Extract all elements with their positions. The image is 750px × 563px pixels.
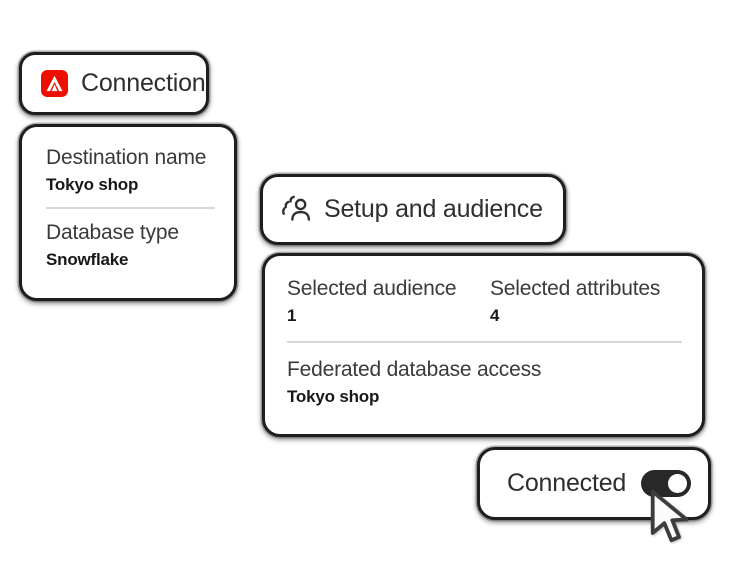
federated-access-field: Federated database access Tokyo shop — [287, 358, 682, 407]
selected-attributes-label: Selected attributes — [490, 277, 661, 300]
toggle-knob — [668, 474, 687, 493]
divider — [287, 341, 682, 343]
connected-toggle[interactable] — [641, 470, 691, 497]
federated-access-value: Tokyo shop — [287, 387, 380, 406]
connected-card: Connected — [477, 447, 711, 520]
destination-card: Destination name Tokyo shop Database typ… — [19, 124, 237, 301]
connection-card: Connection — [19, 52, 209, 115]
destination-name-value: Tokyo shop — [46, 175, 139, 194]
setup-audience-card: Setup and audience — [260, 174, 566, 245]
destination-name-label: Destination name — [46, 146, 207, 169]
federated-access-label: Federated database access — [287, 358, 542, 381]
mouse-cursor-icon — [650, 489, 688, 543]
selected-attributes-value: 4 — [490, 306, 500, 325]
destination-name-field: Destination name Tokyo shop — [46, 146, 215, 195]
selected-audience-value: 1 — [287, 306, 297, 325]
summary-card: Selected audience 1 Selected attributes … — [262, 253, 705, 437]
connected-label: Connected — [507, 469, 627, 497]
database-type-value: Snowflake — [46, 250, 129, 269]
setup-audience-title: Setup and audience — [324, 195, 543, 223]
adobe-logo-icon — [41, 70, 68, 97]
stats-row: Selected audience 1 Selected attributes … — [287, 277, 682, 326]
selected-audience-stat: Selected audience 1 — [287, 277, 490, 326]
audience-icon — [282, 195, 311, 221]
connection-card-title: Connection — [81, 69, 206, 97]
database-type-field: Database type Snowflake — [46, 221, 215, 270]
divider — [46, 207, 215, 209]
selected-attributes-stat: Selected attributes 4 — [490, 277, 660, 326]
selected-audience-label: Selected audience — [287, 277, 457, 300]
database-type-label: Database type — [46, 221, 179, 244]
